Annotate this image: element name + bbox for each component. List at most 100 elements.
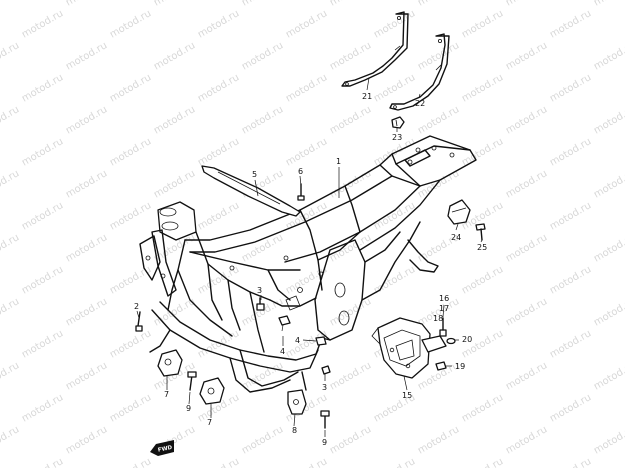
callout-23: 23 — [392, 133, 402, 142]
watermark-text: motod.ru — [20, 8, 65, 40]
watermark-text: motod.ru — [64, 40, 109, 72]
watermark-text: motod.ru — [592, 424, 625, 456]
watermark-text: motod.ru — [460, 136, 505, 168]
watermark-text: motod.ru — [284, 8, 329, 40]
watermark-text: motod.ru — [504, 296, 549, 328]
fwd-label: FWD — [157, 445, 173, 454]
callout-4-right: 4 — [295, 336, 300, 345]
part-23-clip — [391, 116, 405, 129]
main-frame — [139, 135, 477, 393]
watermark-text: motod.ru — [0, 168, 21, 200]
callout-7-left: 7 — [164, 390, 169, 399]
callout-22: 22 — [415, 99, 425, 108]
callout-3-left: 3 — [257, 286, 262, 295]
callout-19: 19 — [455, 362, 465, 371]
watermark-text: motod.ru — [372, 8, 417, 40]
watermark-text: motod.ru — [328, 296, 373, 328]
watermark-text: motod.ru — [64, 360, 109, 392]
callout-4-left: 4 — [280, 347, 285, 356]
watermark-text: motod.ru — [196, 136, 241, 168]
watermark-text: motod.ru — [64, 0, 109, 9]
watermark-text: motod.ru — [196, 456, 241, 468]
watermark-text: motod.ru — [372, 72, 417, 104]
watermark-text: motod.ru — [20, 456, 65, 468]
callout-5: 5 — [252, 170, 257, 179]
callout-7-right: 7 — [207, 418, 212, 427]
grab-handle-left — [341, 11, 409, 87]
watermark-text: motod.ru — [152, 0, 197, 9]
callout-labels: 1 5 6 21 22 23 2 3 4 4 3 7 9 7 8 9 15 16… — [134, 92, 487, 447]
callout-6: 6 — [298, 167, 303, 176]
watermark-text: motod.ru — [20, 328, 65, 360]
watermark-text: motod.ru — [592, 232, 625, 264]
watermark-text: motod.ru — [240, 104, 285, 136]
watermark-text: motod.ru — [416, 424, 461, 456]
watermark-text: motod.ru — [108, 200, 153, 232]
watermark-text: motod.ru — [284, 264, 329, 296]
watermark-text: motod.ru — [240, 296, 285, 328]
watermark-text: motod.ru — [108, 456, 153, 468]
watermark-text: motod.ru — [240, 0, 285, 9]
watermark-text: motod.ru — [108, 136, 153, 168]
battery-holder — [371, 317, 447, 379]
watermark-text: motod.ru — [108, 264, 153, 296]
watermark-text: motod.ru — [328, 104, 373, 136]
watermark-text: motod.ru — [0, 0, 21, 9]
bolt-25 — [475, 223, 486, 241]
watermark-text: motod.ru — [372, 264, 417, 296]
callout-1: 1 — [336, 157, 341, 166]
watermark-text: motod.ru — [108, 72, 153, 104]
watermark-text: motod.ru — [416, 0, 461, 9]
watermark-text: motod.ru — [196, 72, 241, 104]
watermark-text: motod.ru — [460, 328, 505, 360]
watermark-text: motod.ru — [548, 264, 593, 296]
watermark-text: motod.ru — [20, 200, 65, 232]
watermark-text: motod.ru — [548, 456, 593, 468]
watermark-text: motod.ru — [460, 392, 505, 424]
nut-4-right — [315, 336, 327, 346]
watermark-text: motod.ru — [0, 104, 21, 136]
watermark-text: motod.ru — [460, 8, 505, 40]
watermark-text: motod.ru — [416, 168, 461, 200]
callout-20: 20 — [462, 335, 472, 344]
watermark-text: motod.ru — [64, 168, 109, 200]
watermark-text: motod.ru — [196, 8, 241, 40]
watermark-text: motod.ru — [196, 264, 241, 296]
watermark-text: motod.ru — [284, 456, 329, 468]
callout-16: 16 — [439, 294, 449, 303]
watermark-text: motod.ru — [504, 104, 549, 136]
watermark-text: motod.ru — [548, 200, 593, 232]
callout-21: 21 — [362, 92, 372, 101]
callout-17: 17 — [439, 304, 449, 313]
callout-8: 8 — [292, 426, 297, 435]
watermark-text: motod.ru — [0, 424, 21, 456]
watermark-text: motod.ru — [504, 0, 549, 9]
watermark-text: motod.ru — [64, 296, 109, 328]
bolt-3-left — [256, 297, 265, 311]
watermark-text: motod.ru — [592, 104, 625, 136]
watermark-text: motod.ru — [108, 8, 153, 40]
watermark-text: motod.ru — [64, 104, 109, 136]
watermark-text: motod.ru — [108, 392, 153, 424]
callout-15: 15 — [402, 391, 412, 400]
leader-lines — [136, 77, 483, 437]
bracket-7-right — [199, 377, 225, 405]
watermark-text: motod.ru — [328, 40, 373, 72]
watermark-text: motod.ru — [504, 232, 549, 264]
bolt-9-bottom — [320, 410, 330, 429]
watermark-text: motod.ru — [20, 392, 65, 424]
watermark-text: motod.ru — [548, 8, 593, 40]
watermark-text: motod.ru — [0, 40, 21, 72]
callout-24: 24 — [451, 233, 461, 242]
callout-25: 25 — [477, 243, 487, 252]
watermark-text: motod.ru — [196, 328, 241, 360]
watermark-text: motod.ru — [548, 392, 593, 424]
nut-4-left — [278, 315, 291, 326]
watermark-text: motod.ru — [20, 264, 65, 296]
watermark-text: motod.ru — [284, 136, 329, 168]
watermark-text: motod.ru — [460, 72, 505, 104]
watermark-text: motod.ru — [240, 40, 285, 72]
watermark-text: motod.ru — [240, 232, 285, 264]
watermark-text: motod.ru — [108, 328, 153, 360]
